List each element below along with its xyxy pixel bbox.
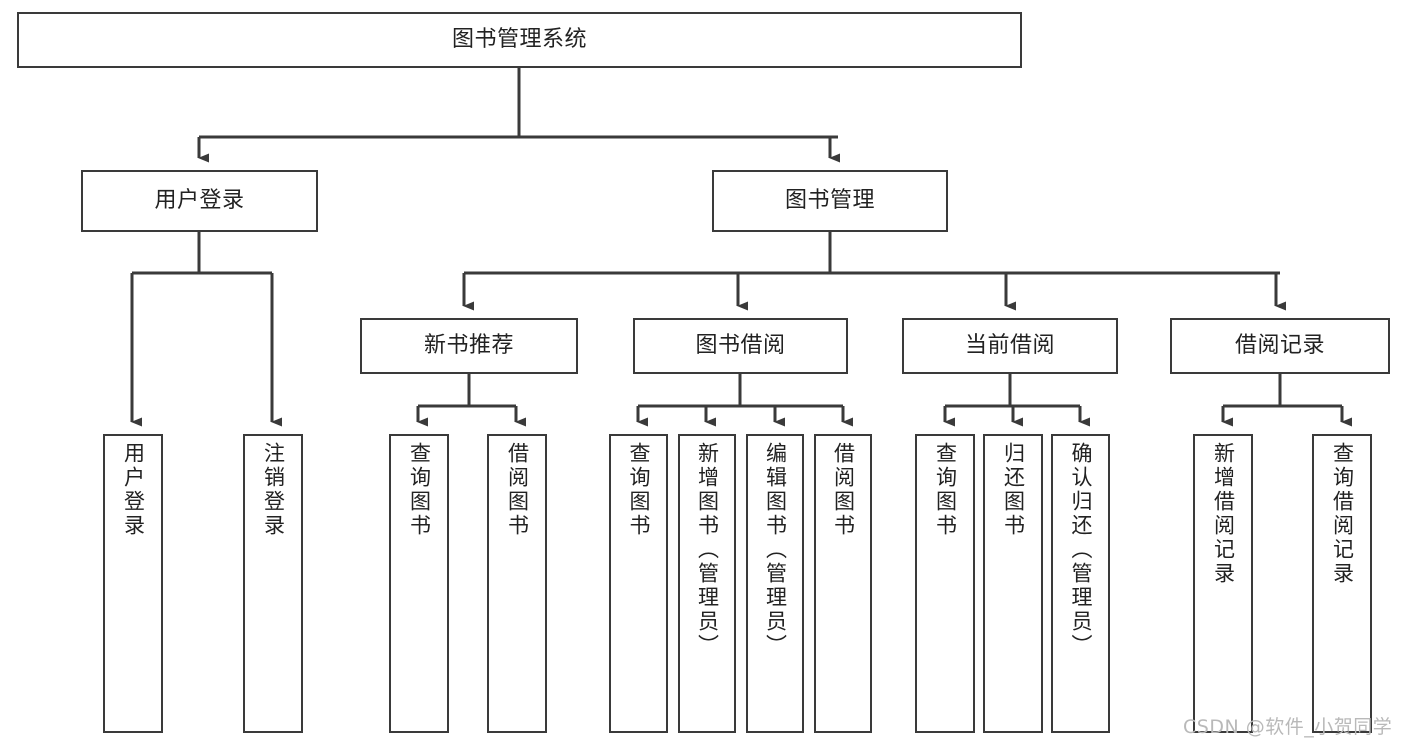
node-leaf-query-book-1-label: 查询图书 <box>407 442 432 538</box>
watermark: CSDN @软件_小贺同学 <box>1183 716 1393 738</box>
node-leaf-user-login-label: 用户登录 <box>121 442 146 538</box>
node-leaf-query-book-2-label: 查询图书 <box>627 442 651 538</box>
node-current-borrow-label: 当前借阅 <box>964 332 1055 358</box>
node-user-login-label: 用户登录 <box>154 187 245 213</box>
node-leaf-logout-label: 注销登录 <box>261 442 286 538</box>
node-leaf-confirm-return-admin-label: 确认归还（管理员） <box>1069 442 1093 658</box>
node-current-borrow[interactable]: 当前借阅 <box>902 318 1118 374</box>
node-user-login[interactable]: 用户登录 <box>81 170 318 232</box>
node-new-book-recommend[interactable]: 新书推荐 <box>360 318 578 374</box>
node-leaf-query-borrow-record-label: 查询借阅记录 <box>1330 442 1355 586</box>
node-leaf-return-book-label: 归还图书 <box>1001 442 1026 538</box>
node-leaf-confirm-return-admin[interactable]: 确认归还（管理员） <box>1051 434 1110 733</box>
node-leaf-add-borrow-record-label: 新增借阅记录 <box>1211 442 1236 586</box>
node-root-label: 图书管理系统 <box>451 26 587 52</box>
node-leaf-borrow-book-2-label: 借阅图书 <box>831 442 856 538</box>
node-leaf-query-book-3[interactable]: 查询图书 <box>915 434 975 733</box>
node-leaf-edit-book-admin[interactable]: 编辑图书（管理员） <box>746 434 804 733</box>
node-book-management-label: 图书管理 <box>784 187 875 213</box>
node-leaf-add-borrow-record[interactable]: 新增借阅记录 <box>1193 434 1253 733</box>
node-leaf-query-book-1[interactable]: 查询图书 <box>389 434 449 733</box>
node-leaf-borrow-book-1-label: 借阅图书 <box>505 442 530 538</box>
node-leaf-query-book-3-label: 查询图书 <box>933 442 958 538</box>
node-leaf-query-book-2[interactable]: 查询图书 <box>609 434 668 733</box>
node-borrow-records-label: 借阅记录 <box>1234 332 1325 358</box>
node-leaf-query-borrow-record[interactable]: 查询借阅记录 <box>1312 434 1372 733</box>
node-leaf-return-book[interactable]: 归还图书 <box>983 434 1043 733</box>
node-leaf-user-login[interactable]: 用户登录 <box>103 434 163 733</box>
node-book-borrow[interactable]: 图书借阅 <box>633 318 848 374</box>
node-root[interactable]: 图书管理系统 <box>17 12 1022 68</box>
node-leaf-logout[interactable]: 注销登录 <box>243 434 303 733</box>
node-leaf-edit-book-admin-label: 编辑图书（管理员） <box>763 442 788 658</box>
node-borrow-records[interactable]: 借阅记录 <box>1170 318 1390 374</box>
node-leaf-add-book-admin[interactable]: 新增图书（管理员） <box>678 434 736 733</box>
node-book-management[interactable]: 图书管理 <box>712 170 948 232</box>
node-new-book-recommend-label: 新书推荐 <box>423 332 514 358</box>
node-book-borrow-label: 图书借阅 <box>695 332 786 358</box>
node-leaf-borrow-book-2[interactable]: 借阅图书 <box>814 434 872 733</box>
node-leaf-add-book-admin-label: 新增图书（管理员） <box>695 442 720 658</box>
node-leaf-borrow-book-1[interactable]: 借阅图书 <box>487 434 547 733</box>
